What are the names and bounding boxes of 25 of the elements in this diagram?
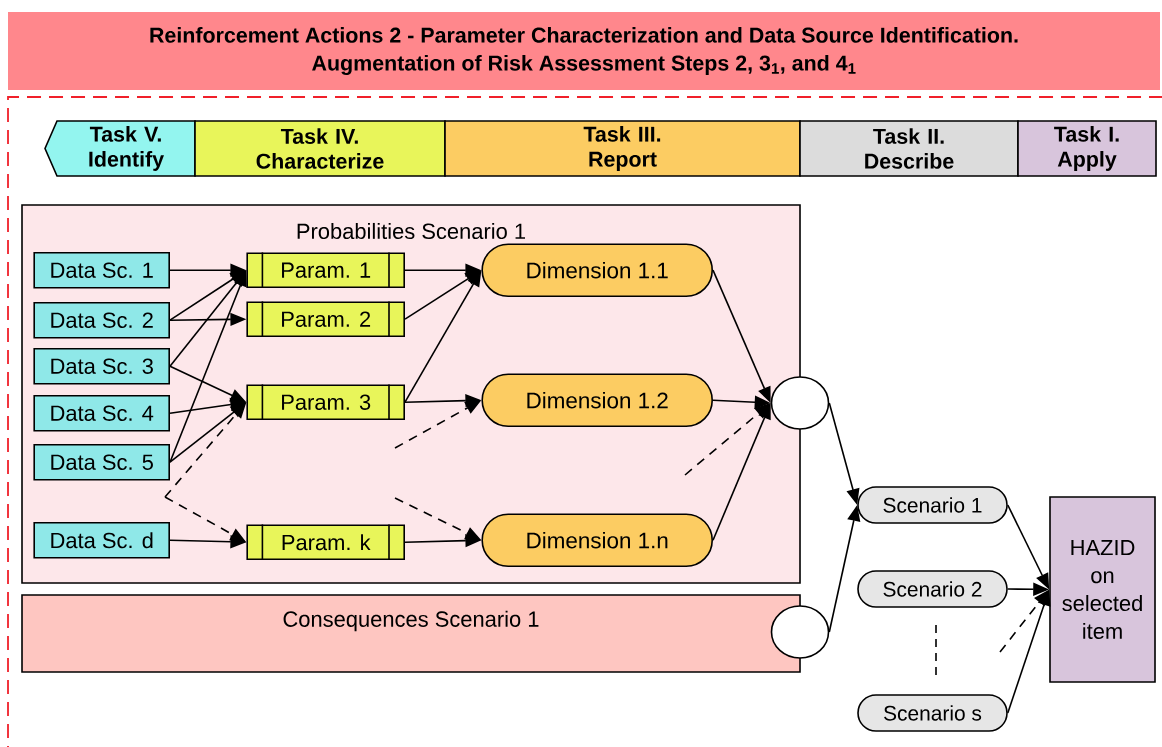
task-band: Task III. Report — [444, 120, 801, 177]
connector-circle — [770, 376, 830, 430]
scenario-pill: Scenario s — [857, 694, 1008, 732]
parameter-box: Param. k — [246, 523, 405, 561]
data-source-box: Data Sc. 2 — [33, 301, 170, 339]
task-band: Task IV. Characterize — [194, 120, 446, 177]
dimension-pill: Dimension 1.1 — [481, 243, 713, 297]
group-panel: Consequences Scenario 1 — [21, 594, 801, 673]
title-banner: Reinforcement Actions 2 - Parameter Characterization and Data Source Identification. Augmentation of Risk Assessment Steps 2, 3$_{1}$, and 4$_{1}$ — [8, 12, 1160, 90]
data-source-box: Data Sc. 4 — [33, 394, 170, 432]
task-band: Task I. Apply — [1017, 120, 1157, 177]
data-source-box: Data Sc. 1 — [33, 251, 170, 289]
data-source-box: Data Sc. 5 — [33, 443, 170, 481]
hazid-box: HAZID on selected item — [1049, 496, 1156, 683]
parameter-box: Param. 2 — [246, 300, 405, 338]
scenario-pill: Scenario 1 — [857, 486, 1008, 524]
data-source-box: Data Sc. 3 — [33, 347, 170, 385]
data-source-box: Data Sc. d — [33, 521, 170, 559]
scenario-pill: Scenario 2 — [857, 570, 1008, 608]
dimension-pill: Dimension 1.2 — [481, 373, 713, 427]
task-band: Task II. Describe — [799, 120, 1019, 177]
parameter-box: Param. 1 — [246, 251, 405, 289]
parameter-box: Param. 3 — [246, 383, 405, 421]
dimension-pill: Dimension 1.n — [481, 513, 713, 567]
connector-circle — [770, 605, 830, 659]
